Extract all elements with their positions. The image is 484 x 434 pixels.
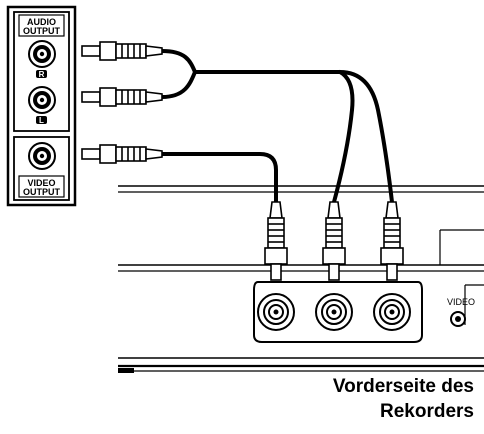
video-output-label-line2: OUTPUT [23, 187, 61, 197]
audio-output-label-line1: AUDIO [27, 17, 56, 27]
audio-left-jack [28, 86, 56, 114]
audio-left-cable [160, 70, 355, 204]
left-channel-badge-bg [36, 116, 47, 124]
recorder-plugs [264, 201, 404, 281]
video-cable [160, 152, 278, 204]
recorder-audio-right-plug [380, 201, 404, 281]
recorder-front [118, 185, 484, 373]
caption-line-2: Rekorders [380, 401, 474, 422]
audio-right-jack [28, 40, 56, 68]
video-output-label-box [18, 175, 65, 198]
audio-output-label-box [18, 14, 65, 37]
video-output-jack [28, 142, 56, 170]
audio-right-plug [81, 41, 163, 61]
recorder-video-in-jack [257, 293, 295, 331]
source-output-panel: AUDIO OUTPUT R L VIDEO OUTPU [6, 5, 77, 207]
right-channel-badge: R [39, 70, 45, 79]
recorder-audio-left-in-jack [315, 293, 353, 331]
cables [160, 49, 394, 204]
audio-output-label-line2: OUTPUT [23, 26, 61, 36]
video-plug [81, 144, 163, 164]
video-output-label-line1: VIDEO [27, 178, 55, 188]
recorder-side-video-jack [450, 311, 466, 327]
recorder-video-plug [264, 201, 288, 281]
caption-line-1: Vorderseite des [332, 376, 474, 397]
recorder-side-video-label: VIDEO [447, 297, 475, 307]
recorder-audio-right-in-jack [373, 293, 411, 331]
audio-left-plug [81, 87, 163, 107]
recorder-audio-left-plug [322, 201, 346, 281]
recorder-front-caption: Vorderseite des Rekorders [333, 374, 474, 424]
source-plugs [81, 41, 163, 164]
recorder-av-input-panel [253, 281, 423, 343]
audio-right-cable [160, 49, 394, 204]
left-channel-badge: L [39, 116, 44, 125]
right-channel-badge-bg [36, 70, 47, 78]
